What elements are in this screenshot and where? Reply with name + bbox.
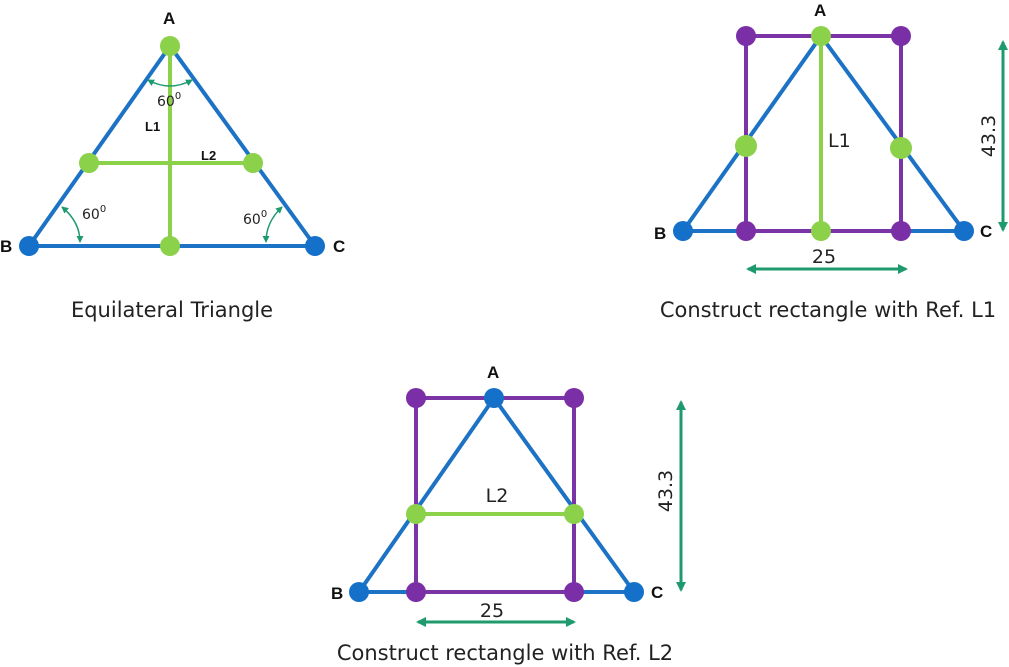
label-vertex-a: A — [814, 1, 826, 20]
angle-arc-right — [262, 206, 283, 243]
angle-right-label: 600 — [243, 209, 267, 228]
caption-rectangle-ref-l1: Construct rectangle with Ref. L1 — [660, 298, 996, 322]
angle-arc-top — [147, 79, 193, 87]
triangle-outline — [679, 32, 968, 233]
label-vertex-b: B — [0, 237, 12, 256]
label-vertex-c: C — [980, 222, 992, 241]
vertex-a-point — [484, 388, 504, 408]
vertex-c-point — [305, 236, 325, 256]
width-value: 25 — [480, 600, 504, 622]
angle-left-label: 600 — [82, 204, 106, 223]
vertex-b-point — [19, 236, 39, 256]
label-l2: L2 — [486, 485, 509, 507]
label-vertex-c: C — [651, 583, 663, 602]
rect-bottom-left-point — [736, 221, 756, 241]
vertex-a-point — [811, 26, 831, 46]
label-vertex-b: B — [331, 584, 343, 603]
vertex-a-point — [160, 36, 180, 56]
rect-bottom-right-point — [891, 221, 911, 241]
width-value: 25 — [812, 246, 836, 268]
l2-right-point — [564, 504, 584, 524]
rect-bottom-right-point — [564, 582, 584, 602]
label-vertex-a: A — [487, 363, 499, 382]
label-l2: L2 — [201, 148, 216, 163]
rect-top-right-point — [564, 388, 584, 408]
label-vertex-c: C — [333, 237, 345, 256]
rect-top-left-point — [736, 26, 756, 46]
l1-bottom-point — [160, 236, 180, 256]
rect-bottom-left-point — [406, 582, 426, 602]
label-l1: L1 — [828, 130, 851, 152]
vertex-b-point — [673, 221, 693, 241]
caption-rectangle-ref-l2: Construct rectangle with Ref. L2 — [337, 641, 673, 665]
angle-top-label: 600 — [157, 91, 181, 110]
diagram-rectangle-ref-l1: A B C L1 25 43.3 Construct rectangle wit… — [654, 1, 1008, 322]
height-value: 43.3 — [655, 470, 677, 512]
vertex-c-point — [954, 221, 974, 241]
left-side-intersection-point — [735, 135, 757, 157]
caption-equilateral-triangle: Equilateral Triangle — [71, 298, 273, 322]
label-l1: L1 — [145, 119, 160, 134]
l2-left-point — [406, 504, 426, 524]
height-value: 43.3 — [978, 115, 1000, 157]
angle-arc-left — [61, 206, 84, 243]
l2-left-point — [79, 153, 99, 173]
l1-bottom-point — [811, 221, 831, 241]
construction-rectangle — [744, 34, 903, 233]
vertex-c-point — [624, 582, 644, 602]
diagram-equilateral-triangle: A B C L1 L2 600 600 600 Equilateral Tria… — [0, 9, 345, 322]
vertex-b-point — [349, 582, 369, 602]
diagram-rectangle-ref-l2: A B C L2 25 43.3 Construct rectangle wit… — [331, 363, 686, 665]
rect-top-right-point — [891, 26, 911, 46]
rect-top-left-point — [406, 388, 426, 408]
label-vertex-a: A — [163, 9, 175, 28]
label-vertex-b: B — [654, 224, 666, 243]
right-side-intersection-point — [890, 137, 912, 159]
l2-right-point — [243, 153, 263, 173]
